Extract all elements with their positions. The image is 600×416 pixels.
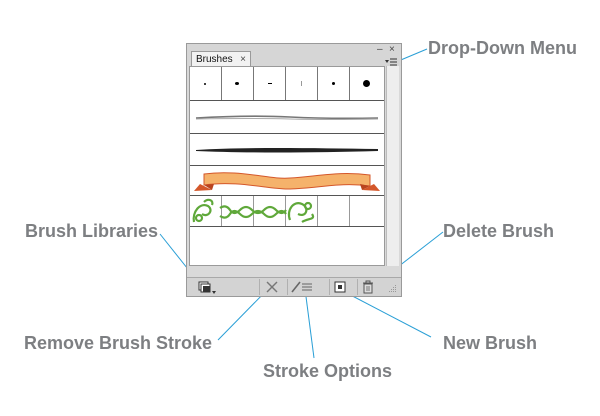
stroke-options-button[interactable]: [287, 279, 315, 295]
brush-swatch-1[interactable]: [190, 67, 222, 100]
art-brush-row-thin[interactable]: [190, 101, 384, 134]
vertical-scrollbar[interactable]: [386, 66, 399, 266]
stroke-options-icon: [291, 281, 312, 293]
thin-stroke-preview: [195, 115, 379, 120]
art-brush-row-thick[interactable]: [190, 134, 384, 166]
pattern-brush-row[interactable]: [190, 196, 384, 227]
callout-drop-down-menu: Drop-Down Menu: [428, 38, 577, 58]
brush-swatch-6[interactable]: [350, 67, 384, 100]
close-icon[interactable]: ×: [389, 44, 395, 55]
toolbar-separator: [259, 279, 277, 295]
trash-icon: [363, 280, 373, 294]
brushes-panel: Brushes × – ×: [186, 43, 402, 297]
brush-libraries-button[interactable]: [193, 279, 219, 295]
brush-swatch-5[interactable]: [318, 67, 350, 100]
line-stroke-options: [304, 288, 315, 359]
tab-brushes[interactable]: Brushes ×: [191, 51, 251, 66]
resize-grip-icon[interactable]: [387, 283, 398, 294]
brush-libraries-icon: [198, 281, 216, 294]
callout-new-brush: New Brush: [443, 333, 538, 353]
new-brush-button[interactable]: [329, 279, 349, 295]
new-brush-icon: [334, 281, 346, 293]
panel-bottom-toolbar: [187, 277, 401, 296]
pattern-tile-1: [190, 196, 222, 226]
brush-swatch-3[interactable]: [254, 67, 286, 100]
pattern-tile-4: [286, 196, 318, 226]
pattern-tile-5: [318, 196, 350, 226]
callout-delete-brush: Delete Brush: [443, 221, 555, 241]
delete-brush-button[interactable]: [357, 279, 377, 295]
brush-swatch-4[interactable]: [286, 67, 318, 100]
ribbon-preview: [194, 172, 380, 191]
callout-stroke-options: Stroke Options: [263, 361, 393, 381]
callout-remove-brush-stroke: Remove Brush Stroke: [24, 333, 213, 353]
calligraphic-brush-row: [190, 67, 384, 101]
brush-swatch-2[interactable]: [222, 67, 254, 100]
green-pattern-preview: [192, 198, 315, 223]
panel-menu-icon[interactable]: [385, 57, 397, 67]
remove-brush-stroke-icon: [266, 281, 278, 293]
thick-stroke-preview: [196, 148, 378, 153]
panel-title-bar[interactable]: Brushes × – ×: [187, 44, 401, 66]
tab-brushes-label: Brushes: [196, 54, 233, 65]
callout-brush-libraries: Brush Libraries: [25, 221, 159, 241]
brush-list[interactable]: [189, 66, 385, 266]
tab-close-icon[interactable]: ×: [240, 54, 246, 65]
minimize-icon[interactable]: –: [377, 44, 383, 55]
ribbon-brush-row[interactable]: [190, 166, 384, 196]
remove-brush-stroke-button[interactable]: [261, 279, 283, 295]
